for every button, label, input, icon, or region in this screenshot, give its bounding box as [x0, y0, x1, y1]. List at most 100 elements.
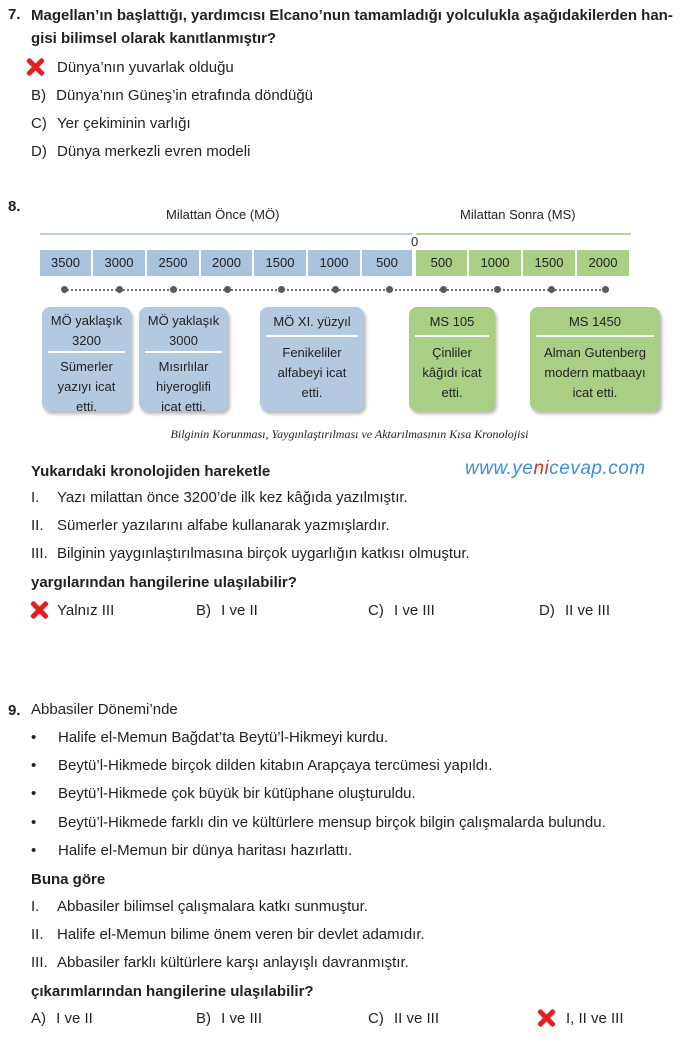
statement-number: I. — [31, 489, 40, 506]
q9-bullet-4: • Beytü’l-Hikmede farklı din ve kültürler… — [31, 814, 606, 831]
timeline-dot — [224, 286, 231, 293]
statement-number: II. — [31, 517, 44, 534]
q8-option-d[interactable]: D) II ve III — [539, 602, 610, 619]
q7-option-d[interactable]: D) Dünya merkezli evren modeli — [31, 143, 250, 160]
q8-option-a[interactable]: Yalnız III — [57, 602, 115, 619]
option-text: II ve III — [394, 1010, 440, 1027]
option-letter: A) — [31, 1010, 46, 1027]
q9-option-c[interactable]: C) II ve III — [368, 1010, 439, 1027]
option-letter: B) — [31, 87, 46, 104]
timeline-dot — [116, 286, 123, 293]
q9-question: çıkarımlarından hangilerine ulaşılabilir… — [31, 983, 314, 1000]
event-card-china: MS 105 Çinliler kâğıdı icat etti. — [409, 307, 495, 411]
timeline-dot — [278, 286, 285, 293]
q9-stem-title: Buna göre — [31, 871, 106, 888]
q9-number: 9. — [8, 702, 21, 719]
q9-bullet-5: • Halife el-Memun bir dünya haritası hazı… — [31, 842, 352, 859]
timeline-dot — [61, 286, 68, 293]
option-letter: D) — [539, 602, 555, 619]
card-text: Fenikeliler alfabeyi icat etti. — [277, 345, 347, 400]
ad-year-bar: 500 1000 1500 2000 — [416, 250, 629, 276]
q8-question: yargılarından hangilerine ulaşılabilir? — [31, 574, 297, 591]
statement-number: III. — [31, 545, 48, 562]
option-letter: B) — [196, 602, 211, 619]
option-letter: B) — [196, 1010, 211, 1027]
event-card-sumer: MÖ yaklaşık 3200 Sümerler yazıyı icat et… — [42, 307, 131, 414]
watermark-part: www.ye — [465, 458, 534, 479]
q7-question: Magellan’ın başlattığı, yardımcısı Elcan… — [31, 4, 673, 50]
q8-statement-3: III.Bilginin yaygınlaştırılmasına birçok… — [31, 545, 470, 562]
option-text: Dünya merkezli evren modeli — [57, 143, 251, 160]
q7-question-line2: gisi bilimsel olarak kanıtlanmıştır? — [31, 30, 277, 47]
event-card-phoenicia: MÖ XI. yüzyıl Fenikeliler alfabeyi icat … — [260, 307, 364, 411]
watermark-part: ni — [533, 458, 550, 479]
option-text: I ve III — [221, 1010, 263, 1027]
card-date: MÖ yaklaşık 3200 — [48, 307, 125, 353]
watermark-part: cevap.com — [549, 458, 646, 479]
timeline-dot — [332, 286, 339, 293]
zero-label: 0 — [411, 234, 419, 249]
card-date: MÖ XI. yüzyıl — [266, 307, 358, 337]
statement-text: Halife el-Memun bilime önem veren bir de… — [57, 926, 425, 943]
card-date: MS 105 — [415, 307, 489, 337]
bullet-icon: • — [31, 729, 37, 746]
year-cell: 2000 — [577, 250, 629, 276]
card-text: Alman Gutenberg modern matbaayı icat ett… — [544, 345, 646, 400]
q9-bullet-1: • Halife el-Memun Bağdat’ta Beytü’l-Hikme… — [31, 729, 388, 746]
q9-statement-1: I. Abbasiler bilimsel çalışmalara katkı s… — [31, 898, 368, 915]
year-cell: 1500 — [254, 250, 306, 276]
bullet-icon: • — [31, 785, 37, 802]
option-text: I ve II — [56, 1010, 93, 1027]
year-cell: 1500 — [523, 250, 575, 276]
q9-option-d[interactable]: I, II ve III — [566, 1010, 624, 1027]
q8-option-c[interactable]: C) I ve III — [368, 602, 435, 619]
wrong-answer-mark-icon — [28, 599, 50, 621]
bullet-text: Halife el-Memun bir dünya haritası hazır… — [58, 842, 353, 859]
year-cell: 1000 — [469, 250, 521, 276]
bullet-icon: • — [31, 757, 37, 774]
option-text: I ve II — [221, 602, 258, 619]
statement-text: Abbasiler bilimsel çalışmalara katkı sun… — [57, 898, 368, 915]
era-before-label: Milattan Önce (MÖ) — [166, 207, 280, 222]
q9-bullet-2: • Beytü’l-Hikmede birçok dilden kitabın A… — [31, 757, 492, 774]
option-text: I ve III — [394, 602, 435, 619]
q9-statement-3: III. Abbasiler farklı kültürlere karşı an… — [31, 954, 409, 971]
q7-option-a[interactable]: Dünya’nın yuvarlak olduğu — [57, 59, 234, 76]
q7-option-c[interactable]: C) Yer çekiminin varlığı — [31, 115, 191, 132]
watermark: www.yenicevap.com — [465, 458, 646, 480]
q7-option-b[interactable]: B) Dünya’nın Güneş’in etrafında döndüğü — [31, 87, 313, 104]
ad-era-line — [416, 233, 631, 235]
statement-number: II. — [31, 926, 44, 943]
q9-option-b[interactable]: B) I ve III — [196, 1010, 262, 1027]
bullet-text: Beytü’l-Hikmede farklı din ve kültürlere… — [58, 814, 606, 831]
q8-option-b[interactable]: B) I ve II — [196, 602, 258, 619]
timeline-dot — [494, 286, 501, 293]
year-cell: 500 — [362, 250, 412, 276]
bc-year-bar: 3500 3000 2500 2000 1500 1000 500 — [40, 250, 412, 276]
option-text: Yer çekiminin varlığı — [57, 115, 191, 132]
q8-statement-1: I.Yazı milattan önce 3200’de ilk kez kâğ… — [31, 489, 408, 506]
year-cell: 1000 — [308, 250, 360, 276]
option-text: II ve III — [565, 602, 611, 619]
q8-stem-title: Yukarıdaki kronolojiden hareketle — [31, 463, 271, 480]
card-text: Sümerler yazıyı icat etti. — [57, 359, 116, 414]
bullet-text: Beytü’l-Hikmede birçok dilden kitabın Ar… — [58, 757, 493, 774]
statement-text: Abbasiler farklı kültürlere karşı anlayı… — [57, 954, 409, 971]
timeline-dot — [548, 286, 555, 293]
year-cell: 3000 — [93, 250, 145, 276]
option-letter: C) — [368, 1010, 384, 1027]
statement-text: Sümerler yazılarını alfabe kullanarak ya… — [57, 517, 390, 534]
q9-option-a[interactable]: A) I ve II — [31, 1010, 93, 1027]
bc-era-line — [40, 233, 412, 235]
q9-bullet-3: • Beytü’l-Hikmede çok büyük bir kütüphane… — [31, 785, 416, 802]
bullet-text: Halife el-Memun Bağdat’ta Beytü’l-Hikmey… — [58, 729, 389, 746]
statement-number: I. — [31, 898, 40, 915]
figure-caption: Bilginin Korunması, Yaygınlaştırılması v… — [170, 427, 529, 441]
option-letter: C) — [368, 602, 384, 619]
bullet-icon: • — [31, 814, 37, 831]
option-text: Dünya’nın Güneş’in etrafında döndüğü — [56, 87, 314, 104]
statement-number: III. — [31, 954, 48, 971]
bullet-icon: • — [31, 842, 37, 859]
bullet-text: Beytü’l-Hikmede çok büyük bir kütüphane … — [58, 785, 416, 802]
timeline-dot — [170, 286, 177, 293]
